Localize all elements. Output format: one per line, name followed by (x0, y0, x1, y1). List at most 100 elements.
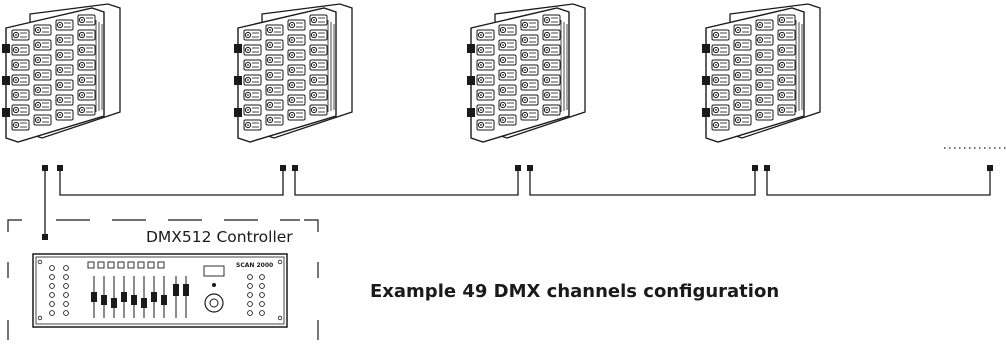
led-lens-dot (313, 49, 315, 51)
led-lens-dot (15, 34, 17, 36)
led-lens-dot (524, 69, 526, 71)
led-lens-dot (81, 79, 83, 81)
led-lens-dot (715, 34, 717, 36)
led-lens-dot (715, 49, 717, 51)
controller-brand: SCAN 2000 (236, 262, 273, 269)
led-lens-dot (737, 44, 739, 46)
dmx-connector (515, 165, 521, 171)
rack-screw (277, 315, 283, 321)
led-lens-dot (546, 94, 548, 96)
dmx-connector (280, 165, 286, 171)
led-lens-dot (502, 74, 504, 76)
led-lens-dot (524, 54, 526, 56)
led-lens-dot (480, 34, 482, 36)
led-lens-dot (37, 59, 39, 61)
led-lens-dot (759, 69, 761, 71)
scene-button (127, 261, 135, 269)
led-lens-dot (269, 119, 271, 121)
led-lens-dot (781, 94, 783, 96)
led-lens-dot (313, 19, 315, 21)
led-lens-dot (480, 49, 482, 51)
led-lens-dot (313, 79, 315, 81)
fader-knob (141, 298, 147, 308)
led-lens-dot (781, 79, 783, 81)
controller-display (203, 265, 225, 277)
led-lens-dot (715, 64, 717, 66)
fixture-2 (234, 3, 353, 143)
led-lens-dot (59, 114, 61, 116)
led-lens-dot (546, 109, 548, 111)
function-button (247, 283, 253, 289)
fader-knob (91, 292, 97, 302)
led-lens-dot (715, 79, 717, 81)
scanner-button (63, 265, 69, 271)
diagram-caption: Example 49 DMX channels configuration (370, 281, 780, 302)
scene-button (107, 261, 115, 269)
led-lens-dot (269, 104, 271, 106)
led-lens-dot (480, 124, 482, 126)
function-button (259, 274, 265, 280)
led-lens-dot (59, 39, 61, 41)
cable-segment-1 (59, 168, 284, 196)
scanner-button (63, 310, 69, 316)
led-lens-dot (81, 19, 83, 21)
led-lens-dot (781, 19, 783, 21)
scene-button (117, 261, 125, 269)
led-lens-dot (291, 39, 293, 41)
scanner-button (49, 301, 55, 307)
fixture-latch (2, 44, 10, 53)
led-lens-dot (15, 94, 17, 96)
led-lens-dot (15, 64, 17, 66)
led-lens-dot (502, 104, 504, 106)
led-lens-dot (247, 124, 249, 126)
dmx-connector (527, 165, 533, 171)
led-lens-dot (737, 89, 739, 91)
dmx-cabling (42, 147, 1006, 240)
function-button (247, 274, 253, 280)
led-lens-dot (247, 109, 249, 111)
led-lens-dot (759, 114, 761, 116)
fixture-latch (2, 108, 10, 117)
led-lens-dot (546, 34, 548, 36)
fader-knob (151, 292, 157, 302)
controller-panel (35, 256, 285, 325)
led-lens-dot (291, 99, 293, 101)
led-lens-dot (59, 84, 61, 86)
led-lens-dot (737, 104, 739, 106)
rack-screw (37, 315, 43, 321)
led-lens-dot (502, 29, 504, 31)
led-lens-dot (81, 64, 83, 66)
led-lens-dot (781, 49, 783, 51)
fader-knob (111, 298, 117, 308)
dmx-connector (42, 234, 48, 240)
fixture-latch (234, 44, 242, 53)
scene-button (147, 261, 155, 269)
fixture-4 (702, 3, 821, 143)
led-lens-dot (81, 109, 83, 111)
rack-screw (37, 259, 43, 265)
dmx-connector (752, 165, 758, 171)
led-lens-dot (546, 79, 548, 81)
led-lens-dot (59, 54, 61, 56)
fixture-latch (702, 76, 710, 85)
dmx-controller-unit: SCAN 2000 (32, 253, 288, 328)
led-lens-dot (759, 99, 761, 101)
scene-button (137, 261, 145, 269)
led-lens-dot (247, 94, 249, 96)
led-lens-dot (269, 89, 271, 91)
scanner-button (63, 283, 69, 289)
master-fader-knob (173, 284, 179, 296)
led-lens-dot (759, 24, 761, 26)
fader-knob (161, 295, 167, 305)
led-lens-dot (715, 124, 717, 126)
led-lens-dot (480, 109, 482, 111)
function-button (259, 283, 265, 289)
led-lens-dot (37, 44, 39, 46)
led-lens-dot (313, 94, 315, 96)
scanner-button (49, 274, 55, 280)
fixture-latch (467, 76, 475, 85)
led-lens-dot (15, 49, 17, 51)
led-lens-dot (502, 44, 504, 46)
controller-label: DMX512 Controller (146, 228, 293, 246)
